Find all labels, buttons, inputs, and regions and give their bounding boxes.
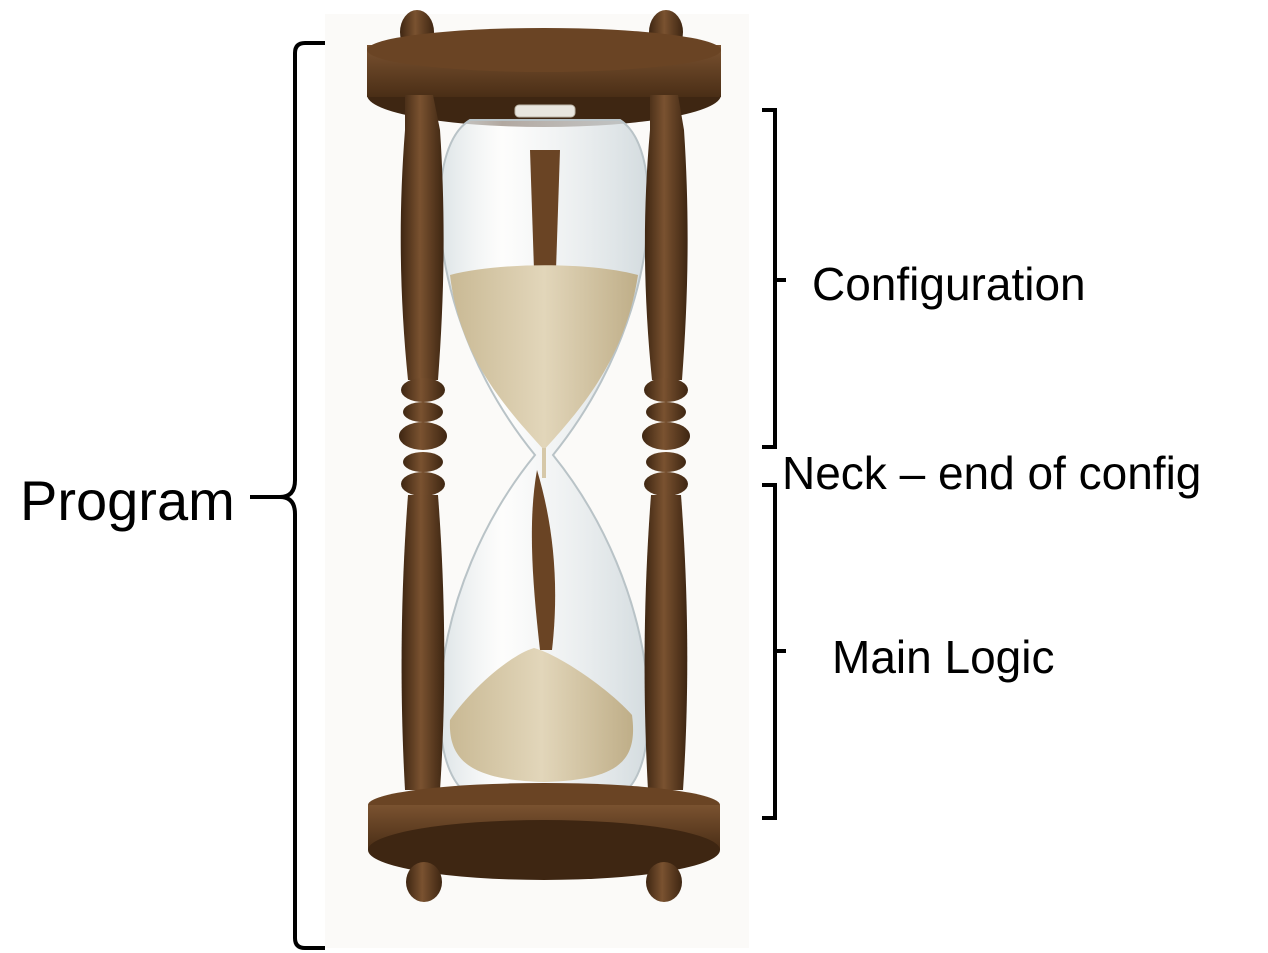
central-rod-lower [531,470,556,650]
glass-cap-top [514,104,576,118]
right-pillar [642,95,690,790]
bottom-knob-right [646,862,682,902]
configuration-label: Configuration [812,258,1086,310]
top-sand [450,265,638,450]
program-brace [250,41,325,950]
left-pillar [399,95,447,790]
sand-stream [542,448,546,478]
bottom-knob-left [406,862,442,902]
main-logic-label: Main Logic [832,631,1055,683]
main-logic-bracket [762,483,786,820]
program-label: Program [20,469,235,532]
bottom-sand [449,648,634,782]
neck-label: Neck – end of config [782,447,1202,499]
configuration-bracket [762,108,786,449]
central-rod [530,150,560,270]
bottom-plate-rim [368,820,720,880]
top-plate-top [367,28,721,72]
